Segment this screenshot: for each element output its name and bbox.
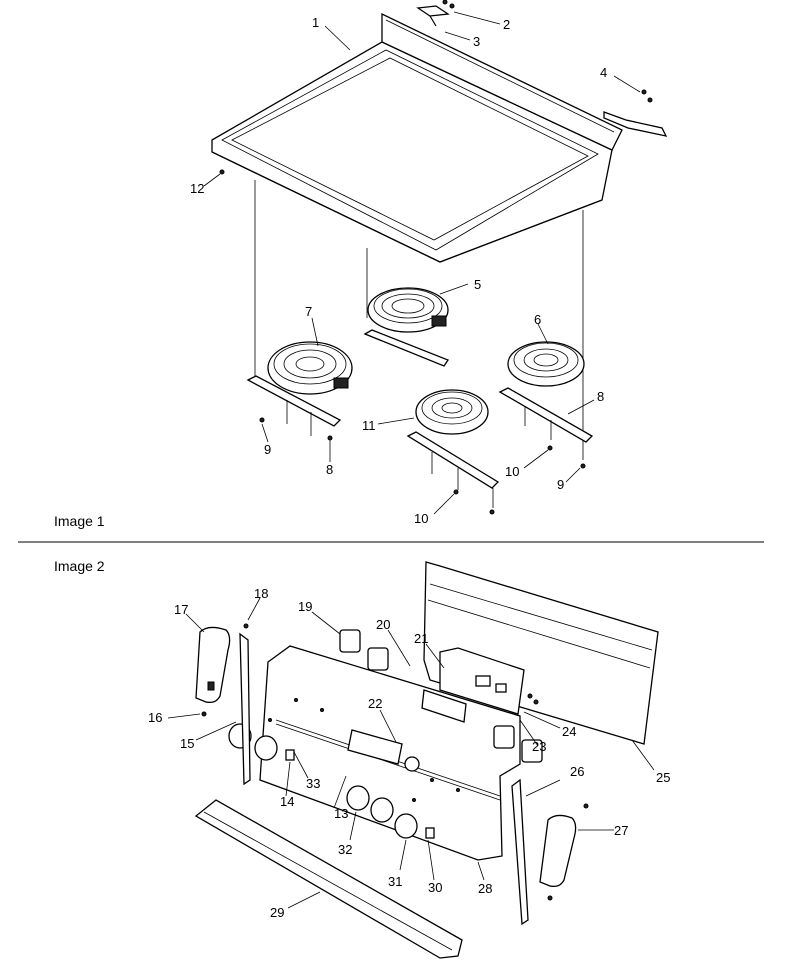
callout-26: 26	[570, 764, 584, 779]
side-bracket-left	[239, 632, 251, 786]
hold-down-bracket-right	[603, 89, 668, 137]
surface-element-left-front	[246, 341, 353, 436]
callout-21: 21	[414, 631, 428, 646]
callout-7: 7	[305, 304, 312, 319]
callout-32: 32	[338, 842, 352, 857]
surface-element-right-rear	[498, 341, 594, 443]
surface-element-front-center	[406, 389, 500, 508]
callout-31: 31	[388, 874, 402, 889]
callout-10a: 10	[414, 511, 428, 526]
callout-24: 24	[562, 724, 576, 739]
callout-2: 2	[503, 17, 510, 32]
callout-6: 6	[534, 312, 541, 327]
callout-9a: 9	[264, 442, 271, 457]
callout-15: 15	[180, 736, 194, 751]
callout-23: 23	[532, 739, 546, 754]
cooktop-glass-top	[211, 12, 623, 263]
callout-12: 12	[190, 181, 204, 196]
control-knobs	[228, 723, 435, 839]
callout-28: 28	[478, 881, 492, 896]
callout-5: 5	[474, 277, 481, 292]
image2-control-panel-assembly: Image 2	[54, 558, 670, 959]
infinite-switches	[339, 629, 543, 763]
clock-control-module	[421, 647, 525, 723]
caption-image-2: Image 2	[54, 558, 105, 574]
callout-25: 25	[656, 770, 670, 785]
caption-image-1: Image 1	[54, 513, 105, 529]
callout-22: 22	[368, 696, 382, 711]
callout-27: 27	[614, 823, 628, 838]
callout-14: 14	[280, 794, 294, 809]
side-bracket-right	[511, 778, 529, 926]
callout-19: 19	[298, 599, 312, 614]
hold-down-bracket-left	[416, 0, 455, 27]
callout-3: 3	[473, 34, 480, 49]
end-cap-right	[539, 814, 577, 888]
callout-33: 33	[306, 776, 320, 791]
callout-17: 17	[174, 602, 188, 617]
surface-element-rear-center	[363, 287, 449, 367]
callout-4: 4	[600, 65, 607, 80]
callout-13: 13	[334, 806, 348, 821]
callout-8b: 8	[597, 389, 604, 404]
callout-8a: 8	[326, 462, 333, 477]
image1-cooktop-assembly: 1 2 3 4 5 6 7 8 8 9 9 10 10 11 12 Image …	[54, 0, 668, 529]
callout-11: 11	[362, 418, 376, 433]
callout-29: 29	[270, 905, 284, 920]
callout-20: 20	[376, 617, 390, 632]
callout-18: 18	[254, 586, 268, 601]
end-cap-left	[195, 626, 231, 704]
control-panel-body	[259, 645, 521, 861]
callout-30: 30	[428, 880, 442, 895]
callout-16: 16	[148, 710, 162, 725]
callout-9b: 9	[557, 477, 564, 492]
callout-10b: 10	[505, 464, 519, 479]
backguard-panel	[423, 561, 659, 745]
callout-1: 1	[312, 15, 319, 30]
